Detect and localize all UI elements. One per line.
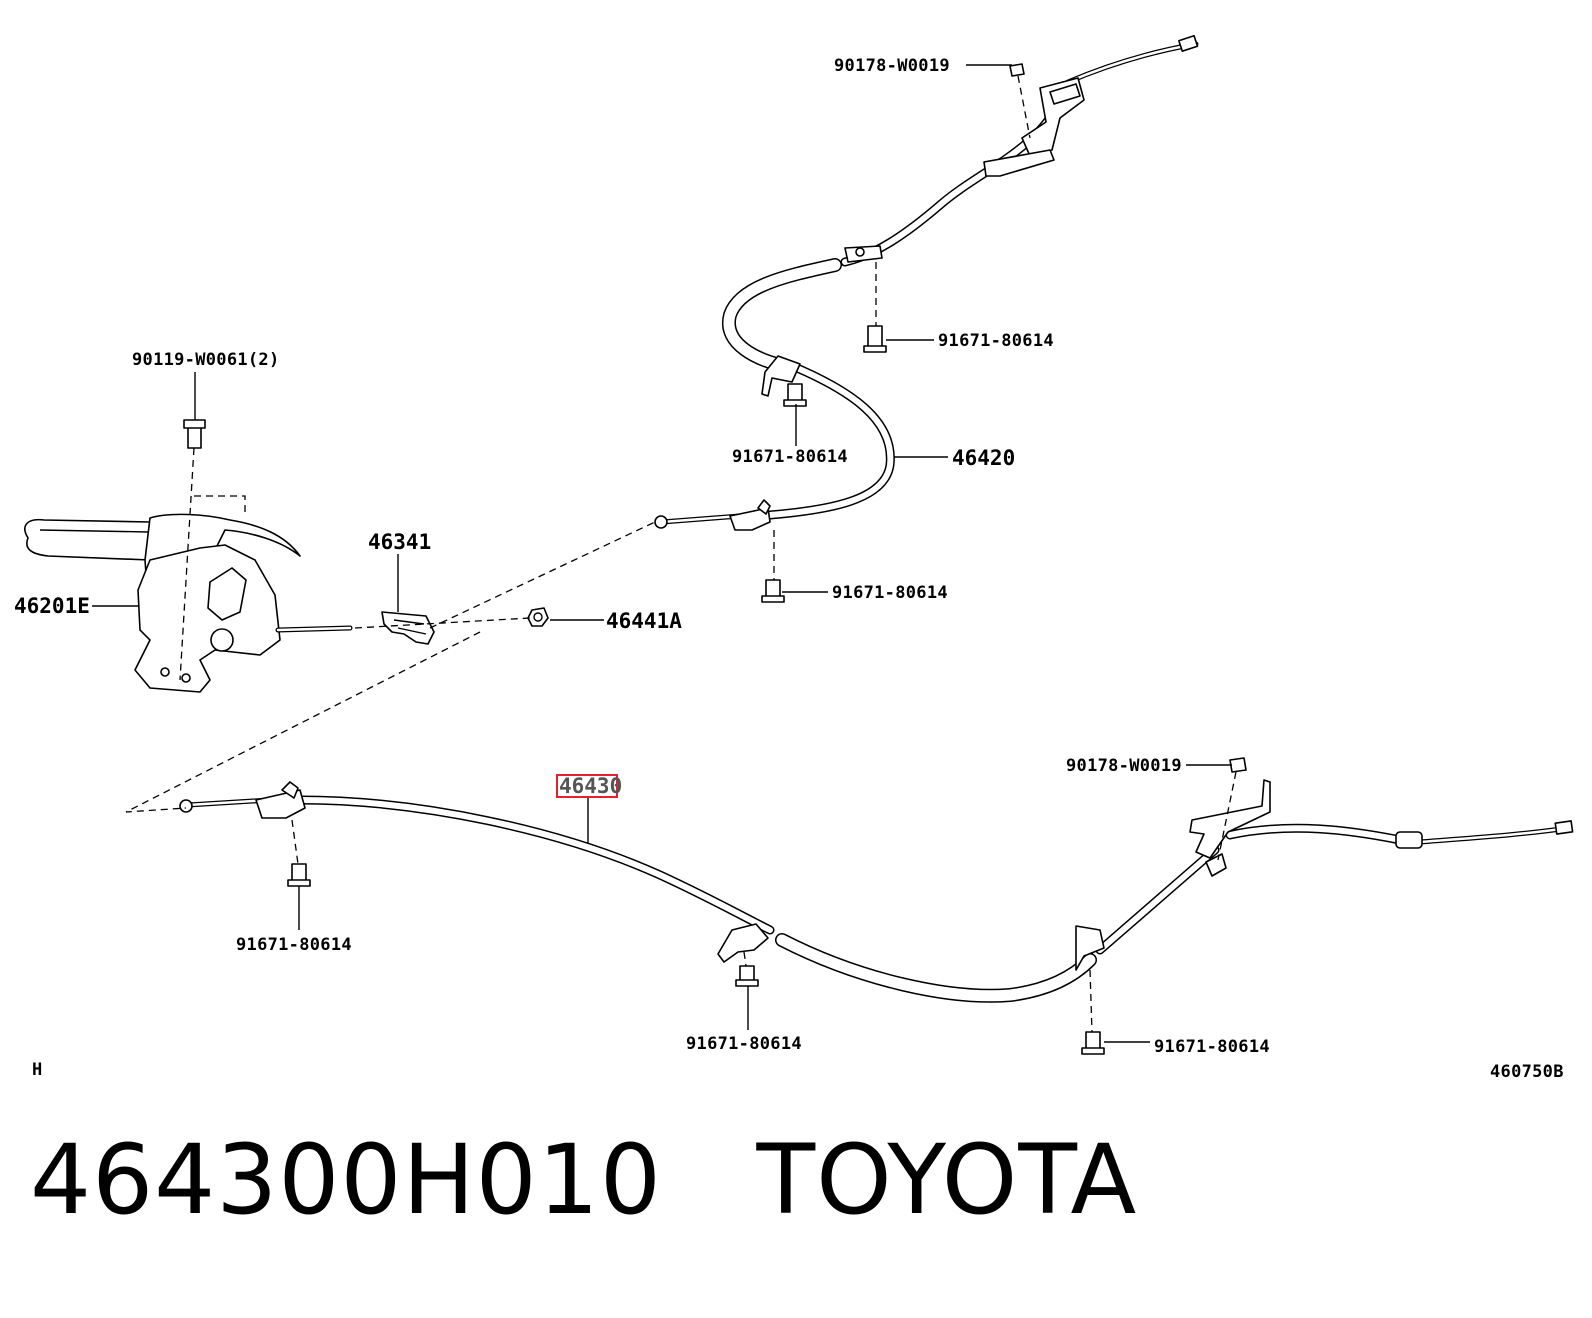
label-90178-w0019-top: 90178-W0019: [834, 56, 950, 76]
bolt-91671-c: [761, 579, 785, 603]
label-91671-80614-a: 91671-80614: [938, 331, 1054, 351]
bolt-91671-d: [287, 863, 311, 887]
label-91671-80614-b: 91671-80614: [732, 447, 848, 467]
bolt-91671-e: [735, 965, 759, 987]
label-91671-80614-e: 91671-80614: [686, 1034, 802, 1054]
assembly-lines: [125, 75, 1237, 1033]
equalizer-46341: [381, 611, 435, 645]
parking-brake-cable-diagram: 90178-W0019 91671-80614 90119-W0061(2) 9…: [14, 34, 1574, 1080]
label-46441a: 46441A: [606, 609, 682, 633]
label-46420: 46420: [952, 446, 1015, 470]
cable-46420: [654, 34, 1199, 531]
label-91671-80614-c: 91671-80614: [832, 583, 948, 603]
cable-46430: [179, 779, 1574, 1003]
label-90119-w0061: 90119-W0061(2): [132, 350, 280, 370]
label-46201e: 46201E: [14, 594, 90, 618]
bolt-91671-f: [1081, 1031, 1105, 1055]
bolt-90119: [183, 419, 206, 449]
label-h: H: [32, 1060, 43, 1080]
part-caption: 464300H010 TOYOTA: [30, 1132, 1137, 1228]
label-91671-80614-d: 91671-80614: [236, 935, 352, 955]
bolt-91671-a: [863, 325, 887, 353]
label-46341: 46341: [368, 530, 431, 554]
nut-46441a: [527, 607, 549, 627]
highlight-box-46430: [556, 774, 618, 798]
label-46430: 46430: [559, 774, 622, 798]
bolt-90178-top: [1009, 63, 1025, 77]
label-90178-w0019-bot: 90178-W0019: [1066, 756, 1182, 776]
leader-lines: [92, 64, 1232, 1043]
bolt-91671-b: [783, 383, 807, 407]
part-number: 464300H010: [30, 1124, 662, 1236]
label-ref-460750b: 460750B: [1490, 1062, 1564, 1080]
label-91671-80614-f: 91671-80614: [1154, 1037, 1270, 1057]
bolt-90178-bot: [1229, 757, 1247, 773]
brand-name: TOYOTA: [756, 1124, 1138, 1236]
